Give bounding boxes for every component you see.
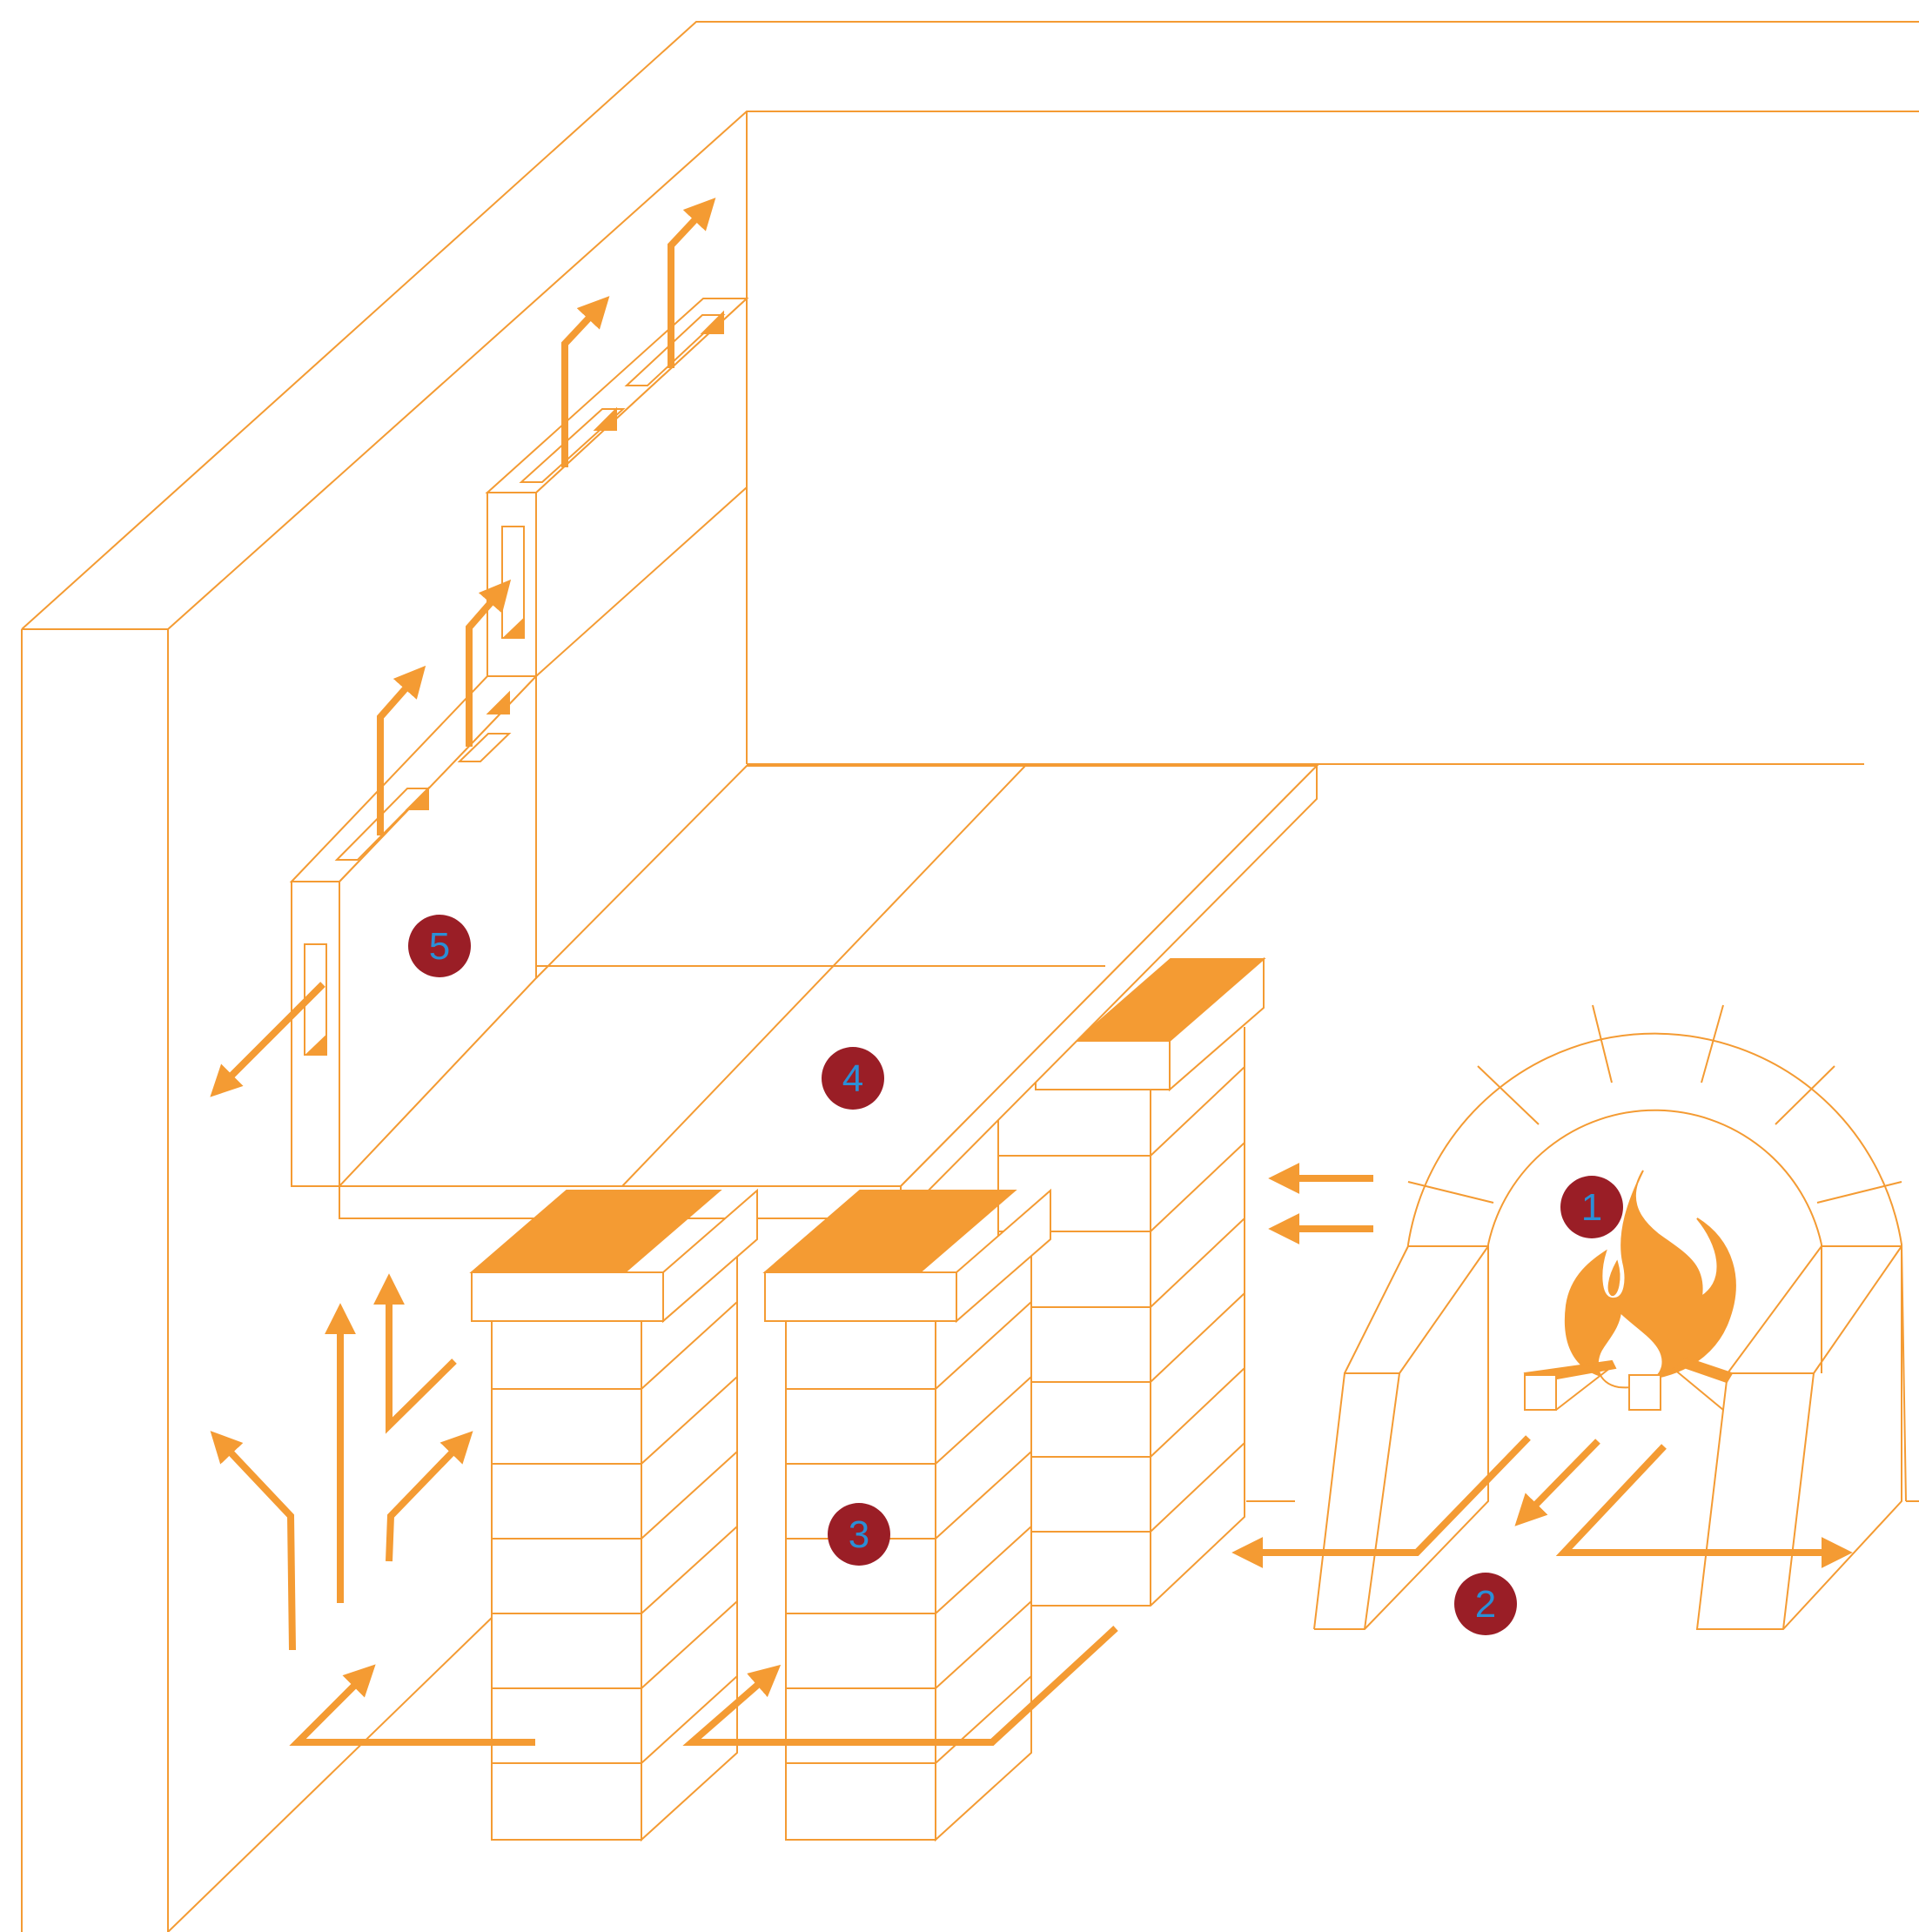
fire-icon <box>1525 1171 1735 1410</box>
marker-4: 4 <box>822 1047 884 1110</box>
marker-3: 3 <box>828 1503 890 1566</box>
marker-2: 2 <box>1454 1573 1517 1635</box>
marker-4-label: 4 <box>842 1057 863 1100</box>
marker-1-label: 1 <box>1581 1186 1602 1229</box>
marker-5-label: 5 <box>429 925 450 968</box>
marker-5: 5 <box>408 915 471 977</box>
marker-3-label: 3 <box>849 1513 869 1556</box>
marker-2-label: 2 <box>1475 1583 1496 1626</box>
marker-1: 1 <box>1560 1176 1623 1238</box>
